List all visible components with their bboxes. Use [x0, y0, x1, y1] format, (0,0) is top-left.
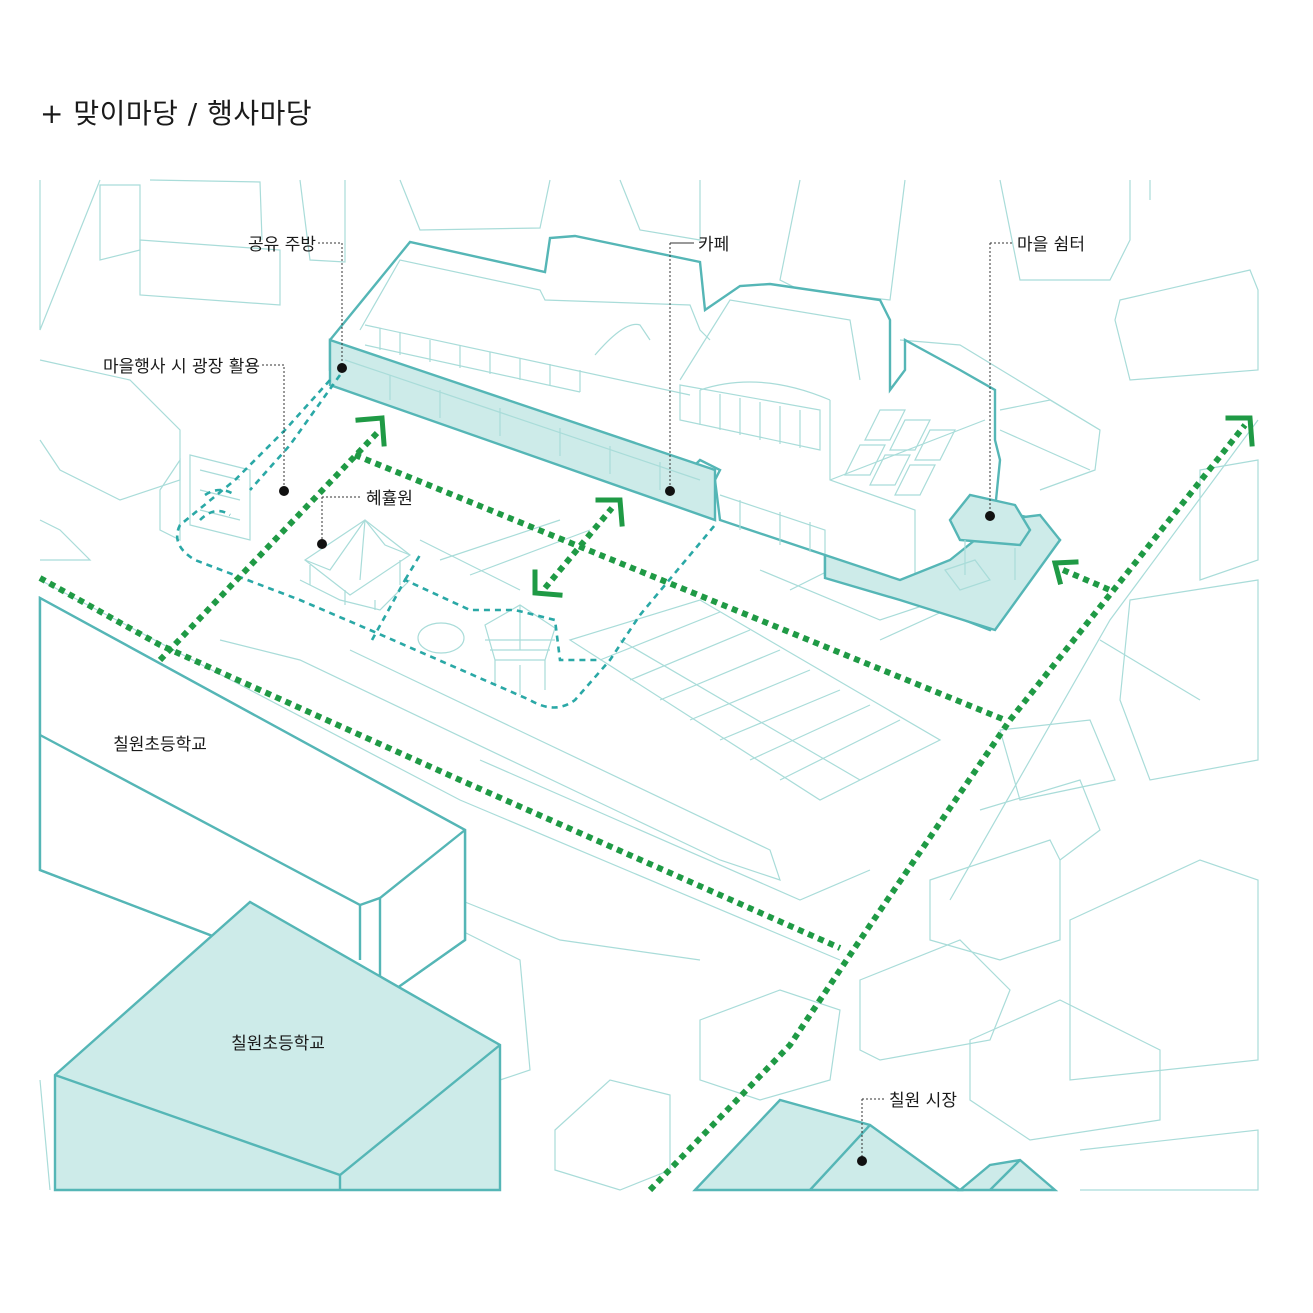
label-hyehyulwon: 혜휼원 [366, 489, 413, 509]
school-buildings [38, 595, 502, 1192]
community-center [328, 234, 1062, 632]
label-cafe: 카페 [698, 235, 729, 255]
label-village-shelter: 마을 쉼터 [1017, 235, 1085, 255]
label-school-2: 칠원초등학교 [231, 1034, 325, 1054]
arrow-head-far-ne [1225, 415, 1255, 447]
annotation-leaders [262, 242, 1013, 1166]
page-title: + 맞이마당 / 행사마당 [40, 97, 313, 130]
arrow-head-north [355, 415, 387, 447]
label-shared-kitchen: 공유 주방 [248, 235, 316, 255]
arrow-head-sw [532, 569, 563, 598]
label-school-1: 칠원초등학교 [113, 735, 207, 755]
arrow-head-ne [595, 497, 625, 527]
arrow-head-east [1051, 559, 1079, 586]
plaza-elements [175, 374, 716, 709]
market-building [692, 1098, 1059, 1192]
circulation-paths [38, 415, 1255, 1193]
label-plaza-use: 마을행사 시 광장 활용 [103, 357, 260, 377]
label-market: 칠원 시장 [889, 1091, 957, 1111]
